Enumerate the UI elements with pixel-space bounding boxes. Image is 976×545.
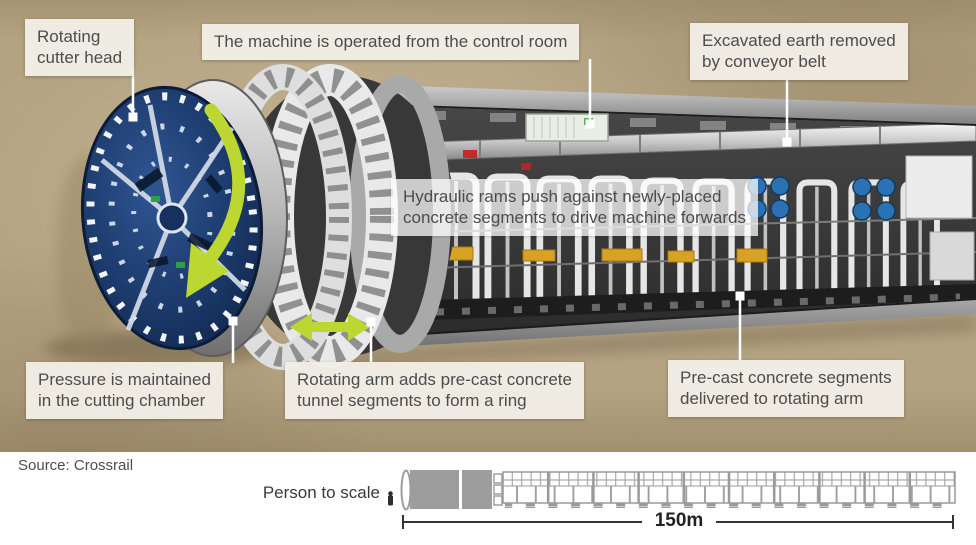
cutter-head — [80, 79, 288, 357]
cutter-green-chip — [151, 196, 160, 202]
cutter-green-chip — [176, 262, 185, 268]
callout-marker — [228, 316, 238, 326]
label-conveyor: Excavated earth removed by conveyor belt — [690, 23, 908, 80]
wheels — [435, 293, 961, 316]
tbm-silhouette — [400, 469, 956, 511]
scale-distance-label: 150m — [654, 510, 704, 531]
label-hydraulic-rams: Hydraulic rams push against newly-placed… — [391, 179, 758, 236]
label-line: delivered to rotating arm — [680, 389, 864, 408]
callout-marker — [366, 317, 376, 327]
cutter-hub — [156, 202, 188, 234]
footer-panel: Source: Crossrail Person to scale 150m — [0, 452, 976, 545]
callout-markers — [128, 112, 792, 327]
label-line: The machine is operated from the control… — [214, 32, 568, 51]
callout-marker — [782, 137, 792, 147]
label-line: in the cutting chamber — [38, 391, 206, 410]
callout-marker — [128, 112, 138, 122]
callout-marker — [585, 119, 595, 129]
rotation-arrow-icon — [204, 103, 246, 263]
equipment-box — [905, 155, 973, 219]
label-line: Rotating arm adds pre-cast concrete — [297, 370, 572, 389]
label-rotating-arm: Rotating arm adds pre-cast concrete tunn… — [285, 362, 584, 419]
label-control-room: The machine is operated from the control… — [202, 24, 580, 60]
scale-shield-block — [410, 470, 459, 509]
callout-marker — [735, 291, 745, 301]
shield-rings — [214, 64, 455, 370]
label-line: Pre-cast concrete segments — [680, 368, 892, 387]
equipment-box — [929, 231, 975, 281]
callout-lines — [131, 59, 789, 363]
label-line: Rotating — [37, 27, 101, 46]
scale-connector — [493, 473, 503, 506]
tbm-scale-drawing — [388, 469, 956, 529]
annotation-arrows — [186, 103, 370, 341]
label-pressure: Pressure is maintained in the cutting ch… — [26, 362, 223, 419]
label-line: tunnel segments to form a ring — [297, 391, 527, 410]
cutter-slots — [134, 167, 223, 268]
label-rotating-cutter-head: Rotating cutter head — [25, 19, 135, 76]
scale-dimension-line — [402, 515, 954, 529]
person-to-scale-label: Person to scale — [262, 483, 380, 502]
rotation-arrowhead-icon — [186, 243, 229, 298]
scale-shield-block — [462, 470, 492, 509]
source-text: Source: Crossrail — [18, 457, 134, 474]
tbm-cutaway-illustration — [45, 59, 976, 370]
walkway-rail — [429, 251, 976, 269]
label-line: Excavated earth removed — [702, 31, 896, 50]
scale-trailers — [502, 471, 956, 508]
red-accent — [521, 163, 531, 170]
cable-drums — [747, 176, 896, 221]
label-line: cutter head — [37, 48, 123, 67]
person-icon — [388, 491, 393, 506]
label-line: Hydraulic rams push against newly-placed — [403, 187, 722, 206]
label-line: concrete segments to drive machine forwa… — [403, 208, 746, 227]
control-room-box — [525, 113, 609, 142]
label-precast-segments: Pre-cast concrete segments delivered to … — [668, 360, 904, 417]
hydraulic-equipment — [446, 246, 768, 263]
red-accent — [463, 150, 477, 158]
shuttle-arrow-icon — [290, 313, 370, 341]
label-line: by conveyor belt — [702, 52, 826, 71]
label-line: Pressure is maintained — [38, 370, 211, 389]
